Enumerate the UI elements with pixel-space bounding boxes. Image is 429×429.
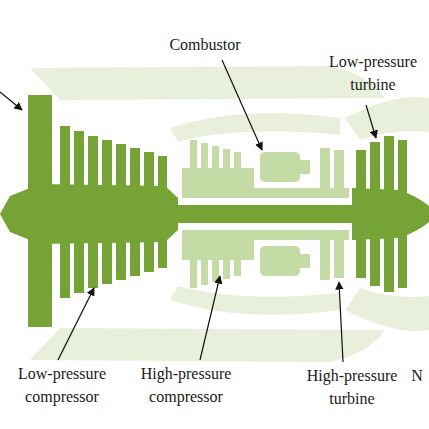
- part-label: N: [408, 364, 426, 387]
- fan-blade: [28, 95, 52, 327]
- part-label: High-pressure turbine: [300, 364, 404, 410]
- part-label: Combustor: [150, 33, 260, 56]
- part-label: High-pressure compressor: [130, 362, 242, 408]
- leader-line: [200, 276, 220, 360]
- leader-line: [366, 105, 376, 138]
- leader-line: [339, 282, 343, 362]
- low-pressure-spool: [0, 95, 429, 327]
- combustor: [260, 152, 310, 276]
- leader-lines: [0, 60, 376, 362]
- high-pressure-spool: [182, 140, 349, 288]
- leader-line: [222, 60, 262, 150]
- part-label: Low-pressure compressor: [6, 362, 118, 408]
- leader-line: [58, 288, 94, 360]
- leader-line: [0, 92, 22, 110]
- part-label: Low-pressure turbine: [323, 50, 423, 96]
- nacelle: [30, 66, 429, 362]
